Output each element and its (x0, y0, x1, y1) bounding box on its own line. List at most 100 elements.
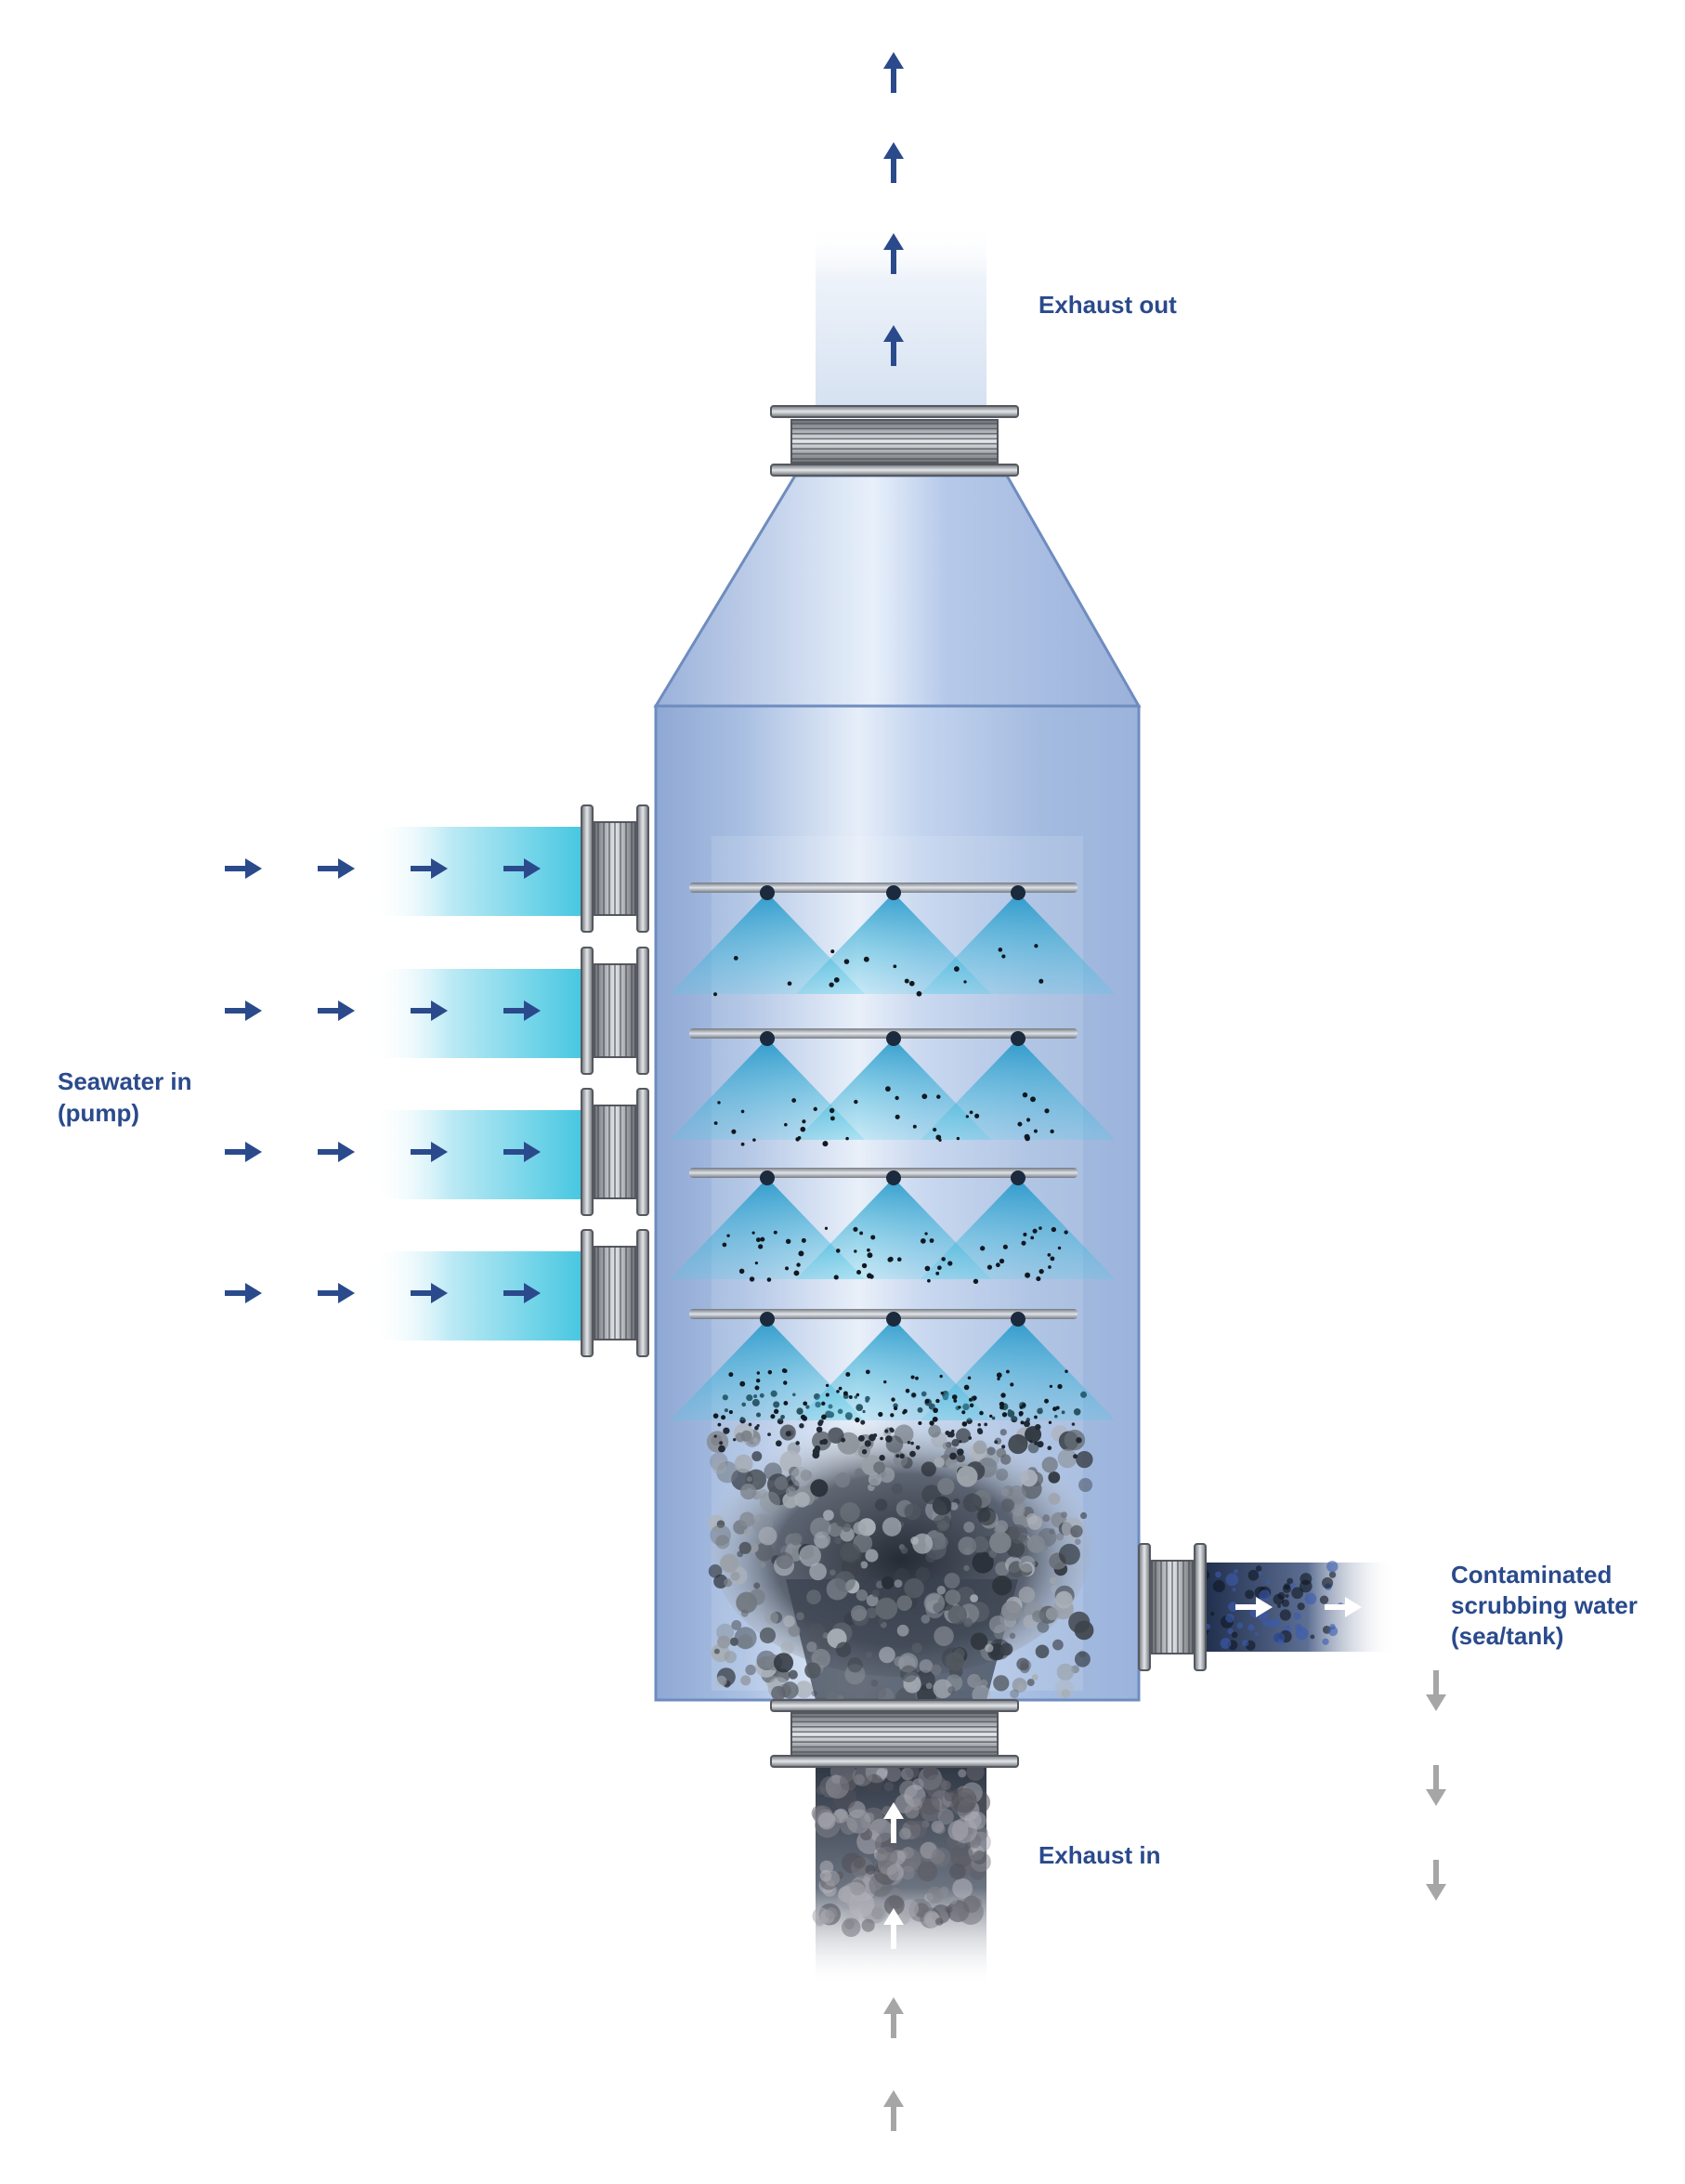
soot-droplet (893, 964, 897, 969)
soot-particle (1310, 1634, 1315, 1640)
soot-particle (764, 1462, 782, 1481)
soot-particle (896, 1624, 909, 1637)
soot-droplet (878, 1411, 883, 1418)
soot-droplet (835, 1249, 841, 1253)
soot-particle (921, 1614, 931, 1624)
soot-droplet (797, 1135, 802, 1140)
soot-particle (752, 1480, 760, 1488)
soot-droplet (929, 1420, 934, 1426)
soot-particle (1029, 1439, 1033, 1444)
soot-droplet (813, 1106, 817, 1112)
soot-droplet (973, 1278, 979, 1285)
label-contaminated-line1: Contaminated (1451, 1561, 1612, 1589)
arrow-icon (883, 142, 904, 183)
soot-droplet (755, 1378, 761, 1383)
arrow-icon (883, 1802, 904, 1843)
soot-particle (758, 1526, 777, 1546)
soot-particle (924, 1774, 947, 1798)
soot-particle (1322, 1576, 1334, 1589)
soot-particle (934, 1535, 948, 1550)
soot-particle (720, 1553, 739, 1573)
soot-particle (1041, 1457, 1058, 1473)
label-contaminated-line2: scrubbing water (1451, 1591, 1638, 1619)
soot-particle (951, 1438, 960, 1447)
soot-droplet (733, 956, 738, 961)
soot-particle (904, 1577, 924, 1599)
soot-particle (947, 1604, 968, 1625)
soot-droplet (1038, 1226, 1042, 1230)
spray-cone (796, 1178, 991, 1279)
soot-particle (1042, 1514, 1051, 1523)
soot-droplet (845, 1136, 849, 1141)
soot-particle (883, 1782, 895, 1792)
soot-particle (780, 1641, 794, 1655)
soot-particle (835, 1641, 852, 1658)
soot-particle (1326, 1561, 1339, 1573)
soot-particle (752, 1513, 761, 1522)
soot-droplet (785, 1238, 791, 1245)
soot-droplet (728, 1372, 734, 1378)
soot-particle (736, 1591, 758, 1614)
arrow-icon (411, 1000, 448, 1021)
soot-droplet (838, 1386, 842, 1391)
soot-droplet (967, 1376, 972, 1380)
soot-particle (1008, 1433, 1028, 1455)
spray-pipe (689, 1168, 1078, 1178)
soot-particle (874, 1686, 887, 1698)
soot-particle (865, 1864, 876, 1876)
soot-particle (738, 1634, 753, 1650)
soot-droplet (935, 1271, 940, 1275)
soot-particle (782, 1492, 799, 1509)
soot-particle (1281, 1599, 1290, 1607)
soot-particle (949, 1843, 973, 1868)
soot-droplet (800, 1126, 806, 1132)
soot-particle (841, 1437, 846, 1443)
soot-particle (1078, 1477, 1093, 1493)
soot-particle (1245, 1589, 1255, 1600)
soot-particle (730, 1571, 740, 1581)
soot-particle (774, 1476, 789, 1491)
soot-particle (890, 1428, 895, 1433)
soot-droplet (920, 1238, 926, 1244)
soot-droplet (1048, 1265, 1051, 1269)
soot-particle (1025, 1426, 1042, 1444)
soot-droplet (785, 1266, 790, 1271)
soot-particle (900, 1665, 918, 1682)
soot-droplet (924, 1398, 930, 1404)
nozzle-icon (760, 1312, 775, 1327)
soot-particle (804, 1662, 821, 1679)
arrow-icon (883, 52, 904, 93)
soot-particle (955, 1586, 976, 1607)
soot-particle (948, 1431, 955, 1438)
soot-particle (710, 1524, 731, 1546)
soot-particle (977, 1507, 997, 1526)
soot-particle (1291, 1587, 1304, 1600)
soot-particle (1009, 1632, 1016, 1640)
soot-particle (1000, 1454, 1012, 1465)
soot-particle (885, 1435, 893, 1443)
label-seawater-in-line1: Seawater in (58, 1067, 192, 1095)
soot-particle (984, 1422, 988, 1427)
soot-droplet (1025, 1272, 1031, 1278)
soot-particle (977, 1423, 982, 1427)
soot-droplet (722, 1242, 727, 1248)
spray-level (670, 1168, 1116, 1285)
soot-particle (829, 1569, 836, 1576)
soot-particle (857, 1434, 865, 1442)
soot-particle (1259, 1589, 1271, 1602)
bottom-flange-icon (770, 1699, 1019, 1768)
soot-particle (825, 1907, 838, 1920)
soot-droplet (953, 966, 960, 972)
soot-particle (1026, 1535, 1045, 1553)
soot-particle (713, 1434, 717, 1438)
soot-droplet (1065, 1369, 1068, 1373)
soot-particle (866, 1652, 873, 1658)
soot-particle (716, 1520, 725, 1528)
soot-particle (953, 1647, 965, 1660)
soot-droplet (1000, 1393, 1006, 1398)
soot-particle (1255, 1565, 1262, 1572)
soot-particle (796, 1612, 804, 1621)
soot-droplet (1001, 1412, 1008, 1418)
soot-droplet (712, 1413, 719, 1419)
soot-droplet (891, 1397, 895, 1402)
